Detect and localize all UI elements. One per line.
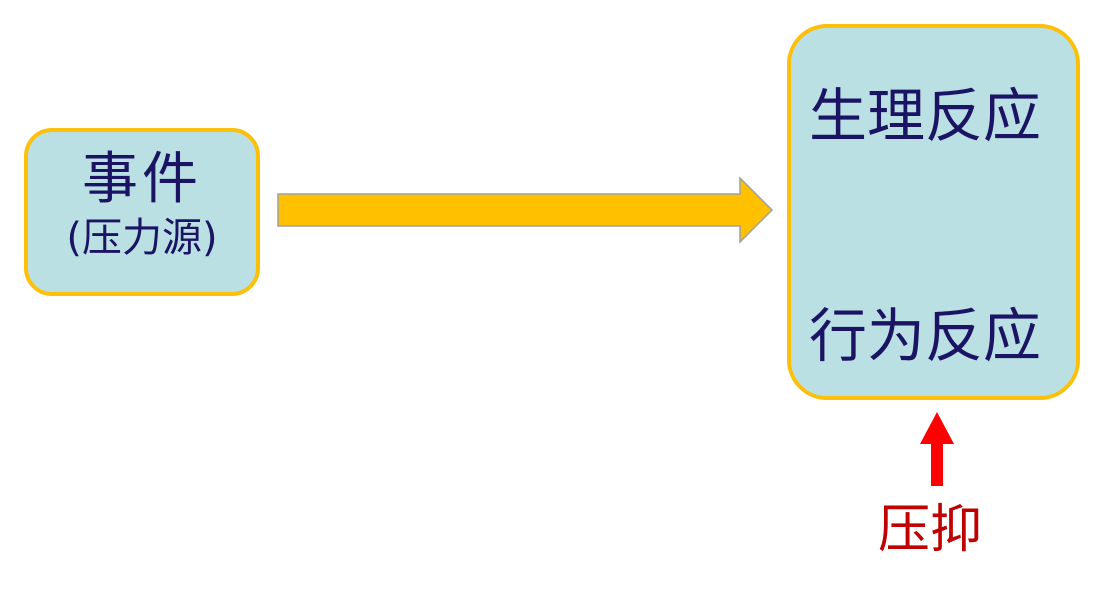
physiological-response: 生理反应 [809, 82, 1042, 150]
response-box: 生理反应 行为反应 [787, 24, 1080, 400]
flow-arrow [277, 176, 774, 244]
suppression-arrow-icon [920, 412, 954, 486]
event-stressor-box: 事件 (压力源) [24, 128, 260, 296]
event-subtitle: (压力源) [66, 215, 218, 261]
event-title: 事件 [82, 147, 202, 212]
suppression-label: 压抑 [878, 500, 983, 560]
behavioral-response: 行为反应 [809, 302, 1042, 370]
